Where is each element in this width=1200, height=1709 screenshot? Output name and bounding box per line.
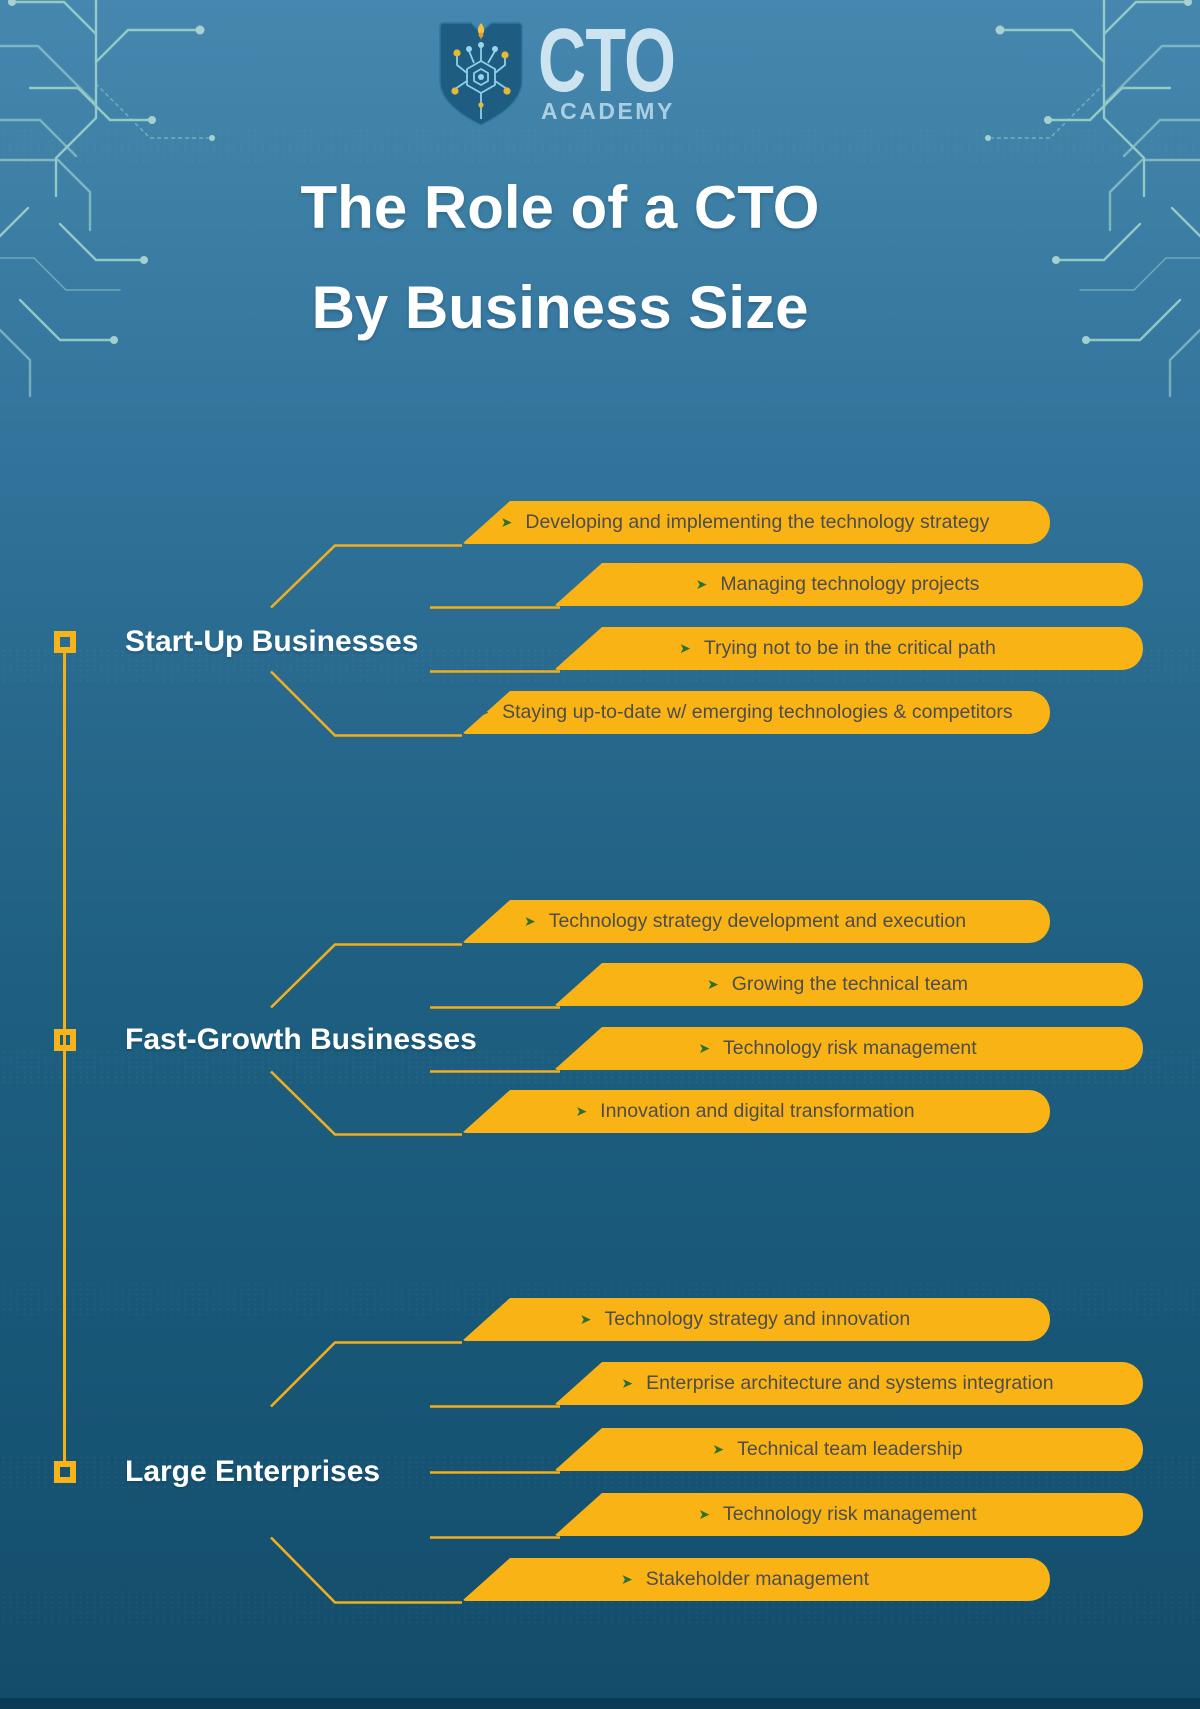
role-item-banner: ➤Staying up-to-date w/ emerging technolo… (462, 691, 1050, 734)
arrow-bullet-icon: ➤ (695, 575, 708, 592)
role-item-label: Stakeholder management (645, 1568, 870, 1590)
role-item-banner: ➤ Technology risk management (554, 1027, 1143, 1070)
timeline-marker-square (54, 1029, 76, 1051)
logo: CTO ACADEMY (0, 0, 1200, 150)
role-item-label: Developing and implementing the technolo… (525, 511, 990, 533)
section-label-startup: Start-Up Businesses (125, 625, 419, 658)
arrow-bullet-icon: ➤ (500, 513, 513, 530)
role-item-banner: ➤ Technical team leadership (554, 1428, 1143, 1471)
role-item-label: Trying not to be in the critical path (703, 637, 996, 659)
role-item-label: Technology risk management (723, 1037, 977, 1059)
timeline-marker-square (54, 1461, 76, 1483)
role-item-label: Staying up-to-date w/ emerging technolog… (502, 701, 1013, 723)
brand-name: CTO (538, 11, 676, 111)
role-item-banner: ➤ Developing and implementing the technol… (462, 501, 1050, 544)
role-item-label: Technology risk management (723, 1503, 977, 1525)
page-title-line1: The Role of a CTO (300, 174, 820, 241)
page-title-line2: By Business Size (311, 274, 809, 341)
timeline-line (63, 653, 66, 1462)
role-item-banner: ➤ Technology risk management (554, 1493, 1143, 1536)
role-item-label: Enterprise architecture and systems inte… (646, 1372, 1054, 1394)
role-item-banner: ➤ Technology strategy and innovation (462, 1298, 1050, 1341)
role-item-label: Technical team leadership (737, 1438, 963, 1460)
footer-bar (0, 1698, 1200, 1709)
role-item-label: Technology strategy and innovation (604, 1308, 911, 1330)
role-item-label: Technology strategy development and exec… (548, 910, 967, 932)
role-item-banner: ➤ Enterprise architecture and systems int… (554, 1362, 1143, 1405)
role-item-banner: ➤ Trying not to be in the critical path (554, 627, 1143, 670)
arrow-bullet-icon: ➤ (698, 1039, 711, 1056)
arrow-bullet-icon: ➤ (620, 1570, 633, 1587)
role-item-label: Innovation and digital transformation (600, 1100, 915, 1122)
section-label-large-enterprises: Large Enterprises (125, 1455, 381, 1488)
role-item-banner: ➤ Technology strategy development and exe… (462, 900, 1050, 943)
role-item-label: Managing technology projects (720, 573, 980, 595)
arrow-bullet-icon: ➤ (679, 639, 691, 656)
brand-subname: ACADEMY (541, 98, 675, 124)
role-item-banner: ➤ Growing the technical team (554, 963, 1143, 1006)
role-item-banner: ➤ Stakeholder management (462, 1558, 1050, 1601)
arrow-bullet-icon: ➤ (575, 1102, 588, 1119)
role-item-label: Growing the technical team (731, 973, 969, 995)
section-label-fast-growth: Fast-Growth Businesses (125, 1023, 477, 1056)
page-title: The Role of a CTO By Business Size (0, 158, 1120, 358)
arrow-bullet-icon: ➤ (579, 1310, 592, 1327)
role-item-banner: ➤ Innovation and digital transformation (462, 1090, 1050, 1133)
arrow-bullet-icon: ➤ (706, 975, 719, 992)
connector-path (270, 544, 560, 1604)
timeline-marker-square (54, 631, 76, 653)
arrow-bullet-icon: ➤ (698, 1505, 711, 1522)
logo-shield-icon (439, 22, 523, 126)
role-item-banner: ➤ Managing technology projects (554, 563, 1143, 606)
arrow-bullet-icon: ➤ (621, 1374, 634, 1391)
arrow-bullet-icon: ➤ (523, 912, 536, 929)
arrow-bullet-icon: ➤ (712, 1440, 725, 1457)
